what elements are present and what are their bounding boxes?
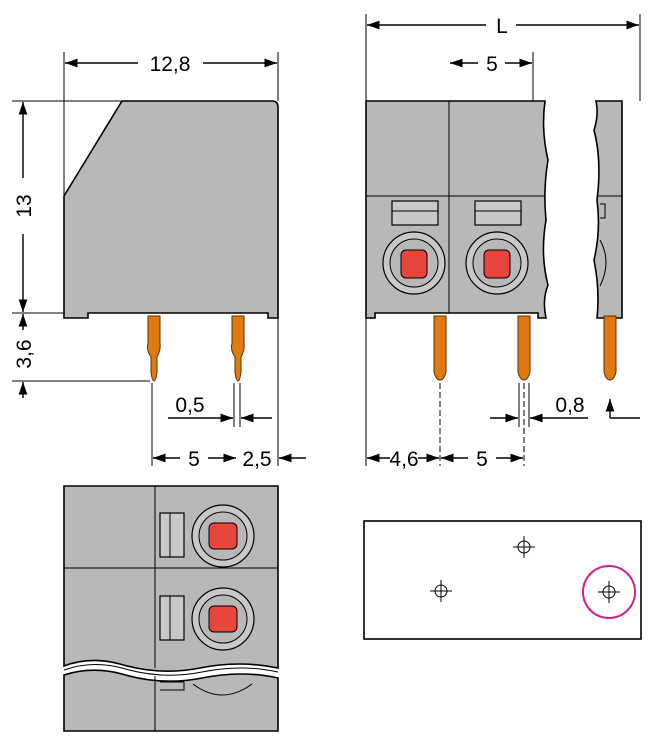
pcb-outline (363, 520, 642, 640)
top-view-button-1 (208, 522, 238, 550)
front-view-pin-1 (433, 315, 447, 381)
crosshair-circle-icon (513, 536, 535, 558)
front-view-slot-1 (391, 200, 439, 226)
crosshair-circle-icon (598, 581, 620, 603)
front-view-slot-2 (474, 200, 522, 226)
front-view-button-2 (483, 249, 511, 279)
dim-pin-length: 3,6 (13, 339, 36, 368)
dim-pitch-side: 5 (188, 448, 200, 471)
dim-pin-width-side: 0,5 (175, 394, 204, 417)
side-view: 12,8 13 3,6 0,5 5 2,5 (12, 52, 306, 471)
side-view-pin-left (146, 315, 161, 382)
front-view-housing-stub (593, 100, 623, 319)
dim-first-pin-offset: 4,6 (389, 448, 418, 471)
front-view-button-1 (400, 249, 428, 279)
dim-width-total: 12,8 (150, 53, 191, 76)
dim-height: 13 (13, 194, 36, 217)
dim-pitch-front-top: 5 (486, 53, 498, 76)
dim-length: L (496, 15, 508, 38)
dim-pin-width-front: 0,8 (555, 394, 584, 417)
top-view-slot-2 (159, 595, 185, 641)
corner-arrow-icon (605, 399, 640, 419)
pcb-layout (363, 520, 642, 640)
highlight-circle (582, 565, 636, 619)
front-view-pin-3 (603, 315, 617, 381)
crosshair-circle-icon (430, 580, 452, 602)
front-view-pin-2 (517, 315, 531, 381)
top-view (63, 485, 279, 732)
side-view-pin-right (230, 315, 245, 382)
front-view: L 5 4,6 5 0,8 (365, 14, 641, 471)
top-view-housing-lower (63, 669, 279, 732)
top-view-slot-1 (159, 512, 185, 558)
dim-pitch-front-bottom: 5 (476, 448, 488, 471)
side-view-housing (63, 100, 279, 319)
dim-pin-offset-side: 2,5 (242, 448, 271, 471)
top-view-button-2 (208, 605, 238, 633)
